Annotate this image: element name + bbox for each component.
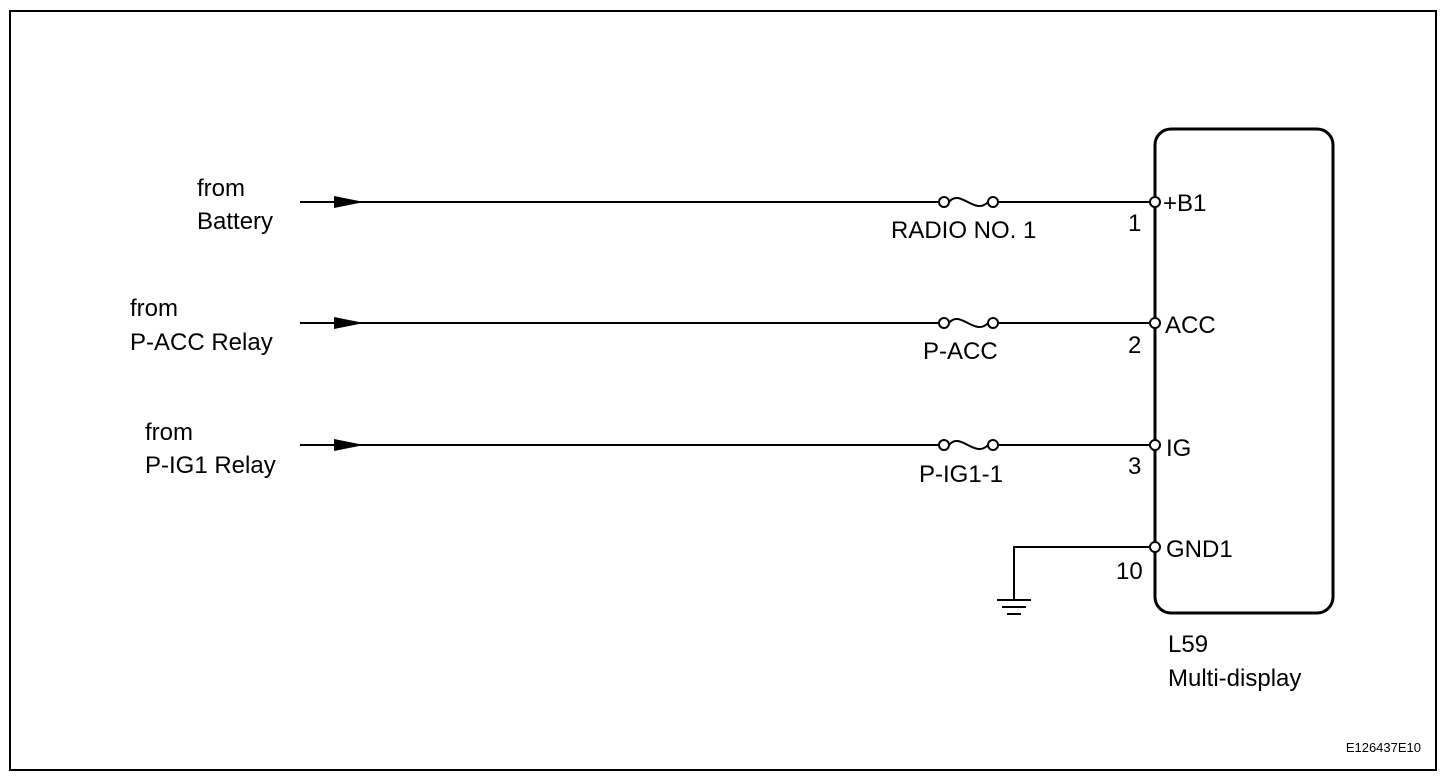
fuse-label-p-acc: P-ACC	[923, 338, 998, 365]
multi-display-component-box	[1153, 127, 1335, 615]
ground-icon	[997, 599, 1031, 615]
fuse-terminal-icon	[938, 439, 950, 451]
fuse-label-p-ig1-1: P-IG1-1	[919, 461, 1003, 488]
terminal-number-3: 3	[1128, 453, 1141, 480]
component-name: Multi-display	[1168, 665, 1301, 692]
source-p-ig1-line1: from	[145, 419, 193, 446]
terminal-number-2: 2	[1128, 332, 1141, 359]
fuse-radio-no1-icon	[948, 196, 989, 208]
arrow-p-acc-icon	[334, 317, 364, 329]
terminal-name-b1: +B1	[1163, 190, 1206, 217]
source-p-ig1-line2: P-IG1 Relay	[145, 452, 276, 479]
fuse-terminal-icon	[938, 317, 950, 329]
wire-ground	[1013, 546, 1150, 600]
circuit-p-acc: from P-ACC Relay P-ACC 2 ACC	[130, 295, 1216, 365]
arrow-p-ig1-icon	[334, 439, 364, 451]
circuit-battery: from Battery RADIO NO. 1 1 +B1	[197, 175, 1206, 244]
fuse-terminal-icon	[987, 439, 999, 451]
fuse-p-ig1-1-icon	[948, 439, 989, 451]
pin-10-icon	[1149, 541, 1161, 553]
terminal-name-acc: ACC	[1165, 312, 1216, 339]
terminal-name-gnd1: GND1	[1166, 536, 1233, 563]
diagram-frame	[9, 10, 1437, 771]
source-p-acc-line2: P-ACC Relay	[130, 329, 273, 356]
source-battery-line2: Battery	[197, 208, 273, 235]
pin-2-icon	[1149, 317, 1161, 329]
arrow-battery-icon	[334, 196, 364, 208]
circuit-ground: 10 GND1	[997, 536, 1233, 615]
fuse-terminal-icon	[987, 196, 999, 208]
source-p-acc-line1: from	[130, 295, 178, 322]
circuit-p-ig1: from P-IG1 Relay P-IG1-1 3 IG	[145, 419, 1191, 488]
fuse-terminal-icon	[987, 317, 999, 329]
terminal-number-1: 1	[1128, 210, 1141, 237]
terminal-number-10: 10	[1116, 558, 1143, 585]
fuse-p-acc-icon	[948, 317, 989, 329]
terminal-name-ig: IG	[1166, 435, 1191, 462]
pin-3-icon	[1149, 439, 1161, 451]
fuse-terminal-icon	[938, 196, 950, 208]
source-battery-line1: from	[197, 175, 245, 202]
figure-id: E126437E10	[1346, 740, 1421, 755]
component-code: L59	[1168, 631, 1208, 658]
fuse-label-radio-no1: RADIO NO. 1	[891, 217, 1036, 244]
pin-1-icon	[1149, 196, 1161, 208]
